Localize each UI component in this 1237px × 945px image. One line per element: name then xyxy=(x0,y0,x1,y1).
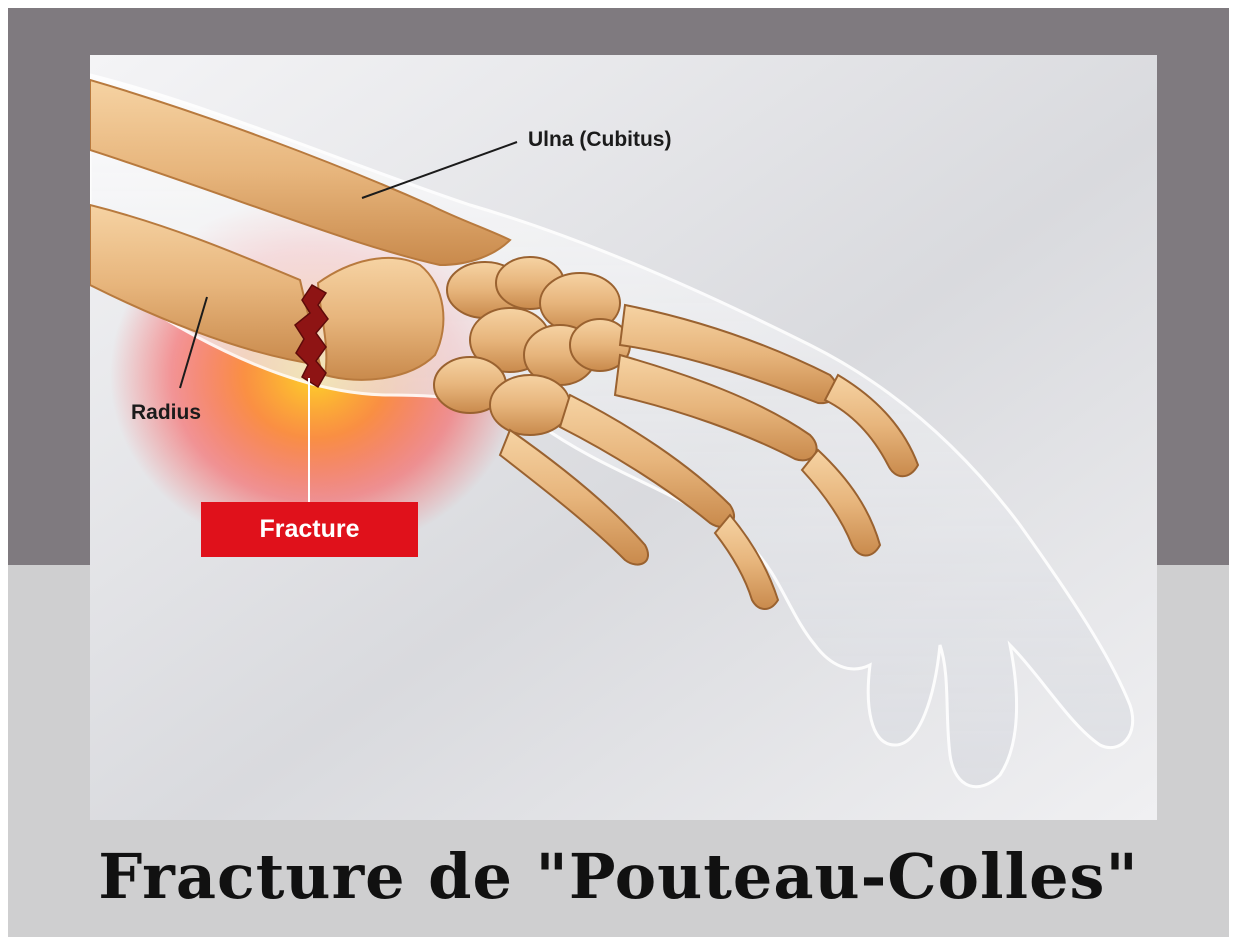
fracture-label-badge: Fracture xyxy=(201,502,418,557)
radius-leader-line xyxy=(180,297,207,388)
ulna-leader-line xyxy=(362,142,517,198)
ulna-label: Ulna (Cubitus) xyxy=(528,128,671,152)
figure-title: Fracture de "Pouteau-Colles" xyxy=(0,840,1237,913)
radius-label: Radius xyxy=(131,401,201,425)
